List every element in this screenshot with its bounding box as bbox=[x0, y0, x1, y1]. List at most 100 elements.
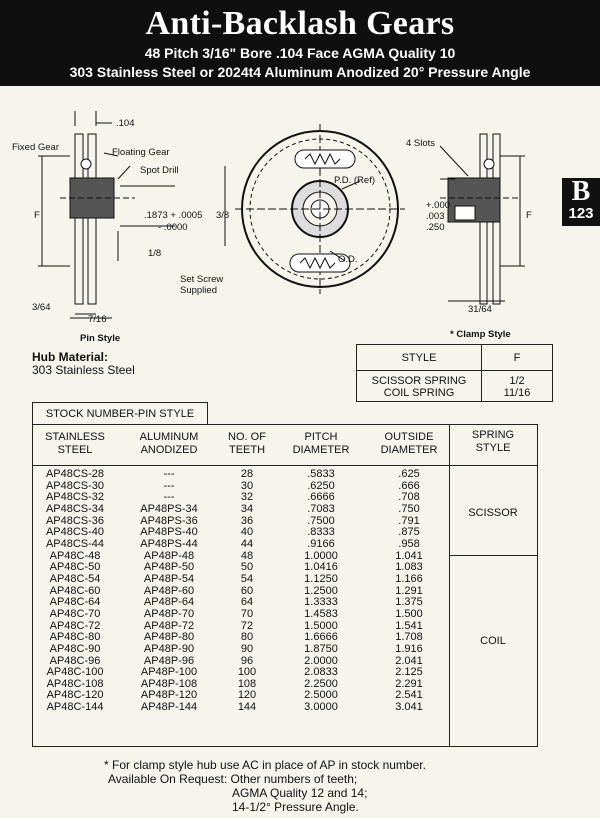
stainless-cell: AP48CS-32 bbox=[45, 491, 105, 504]
outside-cell: .708 bbox=[398, 491, 420, 504]
aluminum-cell: AP48P-90 bbox=[143, 642, 195, 655]
stock-table-caption: STOCK NUMBER-PIN STYLE bbox=[32, 402, 208, 425]
header-aluminum-line2: ANODIZED bbox=[140, 444, 198, 456]
scissor-spring-cell: SCISSOR SPRING bbox=[356, 370, 482, 387]
teeth-cell: 100 bbox=[237, 666, 257, 679]
header-outside-line2: DIAMETER bbox=[380, 444, 438, 456]
pitch-cell: 1.0000 bbox=[304, 549, 338, 562]
section-tab: B 123 bbox=[562, 178, 600, 226]
outside-cell: .750 bbox=[398, 502, 420, 515]
scissor-f-cell: 1/2 bbox=[481, 370, 553, 387]
spring-col-divider bbox=[449, 425, 450, 746]
stainless-cell: AP48C-60 bbox=[49, 584, 101, 597]
teeth-cell: 30 bbox=[240, 479, 254, 492]
pitch-cell: 1.6666 bbox=[304, 631, 338, 644]
coil-spring-cell: COIL SPRING bbox=[356, 387, 482, 402]
teeth-cell: 40 bbox=[240, 526, 254, 539]
outside-cell: 1.291 bbox=[395, 584, 423, 597]
pitch-cell: 1.4583 bbox=[304, 607, 338, 620]
stainless-cell: AP48C-90 bbox=[49, 642, 101, 655]
footer-note-3: AGMA Quality 12 and 14; bbox=[232, 786, 368, 800]
supplied-label: Supplied bbox=[180, 285, 217, 296]
clamp-style-label: * Clamp Style bbox=[450, 329, 511, 340]
outside-cell: 1.041 bbox=[395, 549, 423, 562]
coil-f-cell: 11/16 bbox=[481, 387, 553, 402]
stainless-cell: AP48C-108 bbox=[46, 677, 104, 690]
footer-note-4: 14-1/2° Pressure Angle. bbox=[232, 800, 359, 814]
aluminum-cell: AP48P-100 bbox=[140, 666, 198, 679]
section-letter: B bbox=[571, 176, 591, 207]
aluminum-cell: AP48P-50 bbox=[143, 561, 195, 574]
pitch-cell: 2.0000 bbox=[304, 654, 338, 667]
hub-dia-label: 3/8 bbox=[216, 210, 230, 221]
four-slots-label: 4 Slots bbox=[406, 138, 436, 149]
hub-material-value: 303 Stainless Steel bbox=[32, 363, 135, 377]
stainless-cell: AP48CS-44 bbox=[45, 537, 105, 550]
style-table: STYLE F SCISSOR SPRING 1/2 COIL SPRING 1… bbox=[356, 344, 553, 402]
teeth-cell: 108 bbox=[237, 677, 257, 690]
pitch-cell: .8333 bbox=[307, 526, 335, 539]
header-teeth: NO. OF TEETH bbox=[221, 431, 273, 457]
header-rule bbox=[33, 465, 537, 466]
stainless-cell: AP48C-144 bbox=[46, 701, 104, 714]
aluminum-cell: AP48P-60 bbox=[143, 584, 195, 597]
f-header: F bbox=[481, 344, 553, 371]
pin-style-label: Pin Style bbox=[80, 333, 121, 344]
stainless-cell: AP48CS-34 bbox=[45, 502, 105, 515]
aluminum-cell: AP48PS-40 bbox=[140, 526, 198, 539]
pitch-cell: .6250 bbox=[307, 479, 335, 492]
aluminum-cell: AP48P-48 bbox=[143, 549, 195, 562]
outside-cell: 1.375 bbox=[395, 596, 423, 609]
stainless-cell: AP48C-64 bbox=[49, 596, 101, 609]
bore-tolerance: - .0000 bbox=[158, 222, 188, 233]
dim-7-16: 7/16 bbox=[88, 314, 107, 325]
stainless-cell: AP48C-70 bbox=[49, 607, 101, 620]
teeth-cell: 96 bbox=[240, 654, 254, 667]
stainless-cell: AP48C-100 bbox=[46, 666, 104, 679]
teeth-cell: 44 bbox=[240, 537, 254, 550]
pitch-cell: 1.0416 bbox=[304, 561, 338, 574]
header-pitch-line2: DIAMETER bbox=[292, 444, 350, 456]
teeth-cell: 120 bbox=[237, 689, 257, 702]
teeth-cell: 50 bbox=[240, 561, 254, 574]
pitch-cell: .5833 bbox=[307, 468, 335, 480]
aluminum-cell: AP48P-54 bbox=[143, 572, 195, 585]
fixed-gear-label: Fixed Gear bbox=[12, 142, 59, 153]
f-dimension-right: F bbox=[526, 210, 532, 221]
hub-material-heading: Hub Material: bbox=[32, 350, 109, 364]
teeth-cell: 144 bbox=[237, 701, 257, 714]
pitch-cell: .7500 bbox=[307, 514, 335, 527]
f-dimension-left: F bbox=[34, 210, 40, 221]
aluminum-cell: --- bbox=[163, 491, 175, 504]
spot-drill-label: Spot Drill bbox=[140, 165, 179, 176]
gear-drawing bbox=[38, 111, 525, 319]
hub-length-label: 1/8 bbox=[148, 248, 162, 259]
header-stainless-line1: STAINLESS bbox=[45, 431, 105, 443]
aluminum-cell: AP48P-120 bbox=[140, 689, 198, 702]
aluminum-cell: AP48P-108 bbox=[140, 677, 198, 690]
outside-cell: 1.500 bbox=[395, 607, 423, 620]
stainless-cell: AP48C-50 bbox=[49, 561, 101, 574]
page-header: Anti-Backlash Gears 48 Pitch 3/16" Bore … bbox=[0, 0, 600, 86]
outside-cell: 2.125 bbox=[395, 666, 423, 679]
pitch-cell: 1.3333 bbox=[304, 596, 338, 609]
stainless-cell: AP48CS-28 bbox=[45, 468, 105, 480]
od-label: O.D. bbox=[338, 254, 358, 265]
teeth-cell: 64 bbox=[240, 596, 254, 609]
dim-31-64: 31/64 bbox=[468, 304, 492, 315]
pitch-cell: 1.2500 bbox=[304, 584, 338, 597]
header-outside: OUTSIDE DIAMETER bbox=[369, 431, 449, 457]
header-outside-line1: OUTSIDE bbox=[384, 431, 434, 443]
teeth-cell: 72 bbox=[240, 619, 254, 632]
pitch-cell: 1.8750 bbox=[304, 642, 338, 655]
page-title: Anti-Backlash Gears bbox=[145, 5, 455, 42]
header-spring-line2: STYLE bbox=[475, 442, 511, 454]
clamp-dim-1: +.000 bbox=[426, 200, 451, 211]
spec-line-2: 303 Stainless Steel or 2024t4 Aluminum A… bbox=[69, 64, 531, 80]
pitch-cell: 2.5000 bbox=[304, 689, 338, 702]
outside-cell: 1.166 bbox=[395, 572, 423, 585]
aluminum-cell: AP48PS-34 bbox=[140, 502, 198, 515]
